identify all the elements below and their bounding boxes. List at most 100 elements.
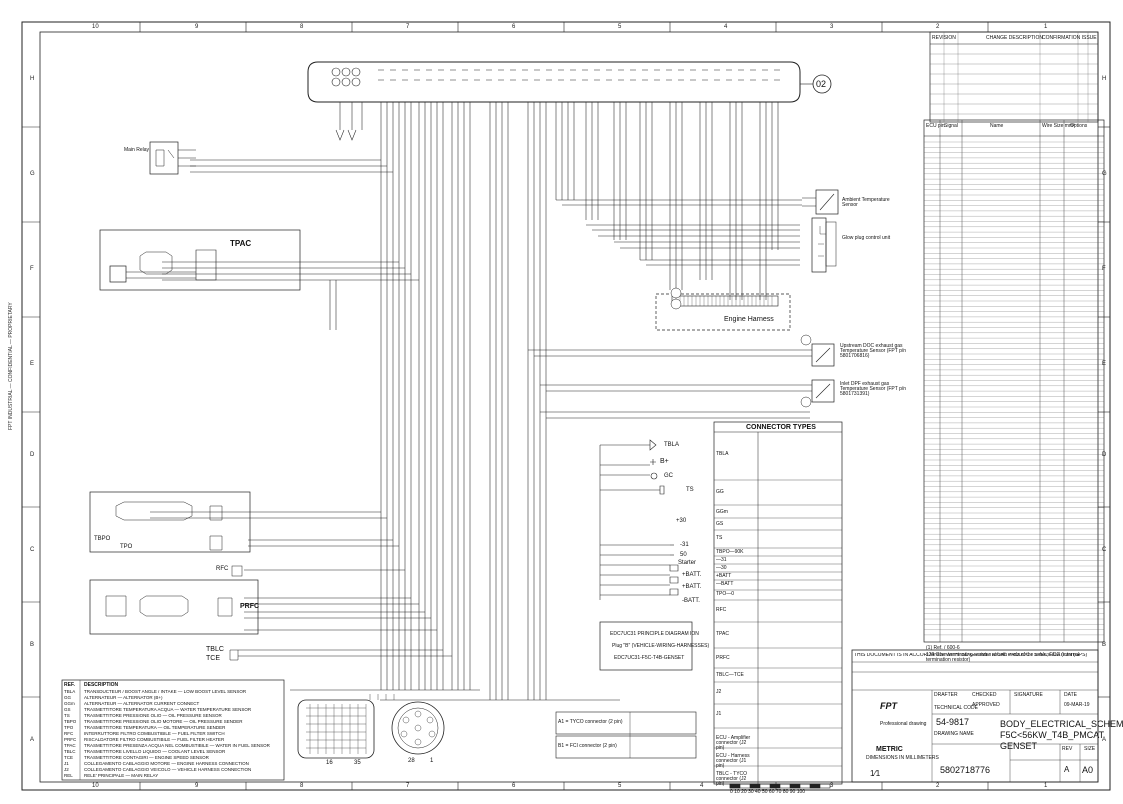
grid-number-bottom: 10 — [92, 783, 99, 789]
grid-letter-right: A — [1102, 737, 1107, 743]
grid-number-top: 4 — [724, 24, 728, 30]
grid-number-bottom: 3 — [830, 783, 834, 789]
legend-code: GGm — [64, 701, 75, 706]
grid-number-bottom: 1 — [1044, 783, 1048, 789]
legend-header-desc: DESCRIPTION — [84, 682, 119, 688]
grid-letter-right: B — [1102, 642, 1107, 648]
legend-code: TPO — [64, 725, 74, 730]
connector-type-row: GG — [716, 489, 724, 495]
legend-code: REL — [64, 773, 73, 778]
starter-number: 50 — [680, 552, 687, 558]
sheet-number: 1⁄1 — [870, 769, 881, 778]
technical-code-label: TECHNICAL CODE — [934, 705, 978, 711]
batt-plus-terminal-2: +BATT. — [682, 584, 702, 590]
grid-number-bottom: 4 — [700, 783, 704, 789]
connector-type-row: TBLC - TYCO connector (J2 pin) — [716, 771, 748, 787]
engine-harness-label: Engine Harness — [724, 316, 774, 323]
principle-line-3: EDC7UC31-F5C-T4B-GENSET — [614, 655, 685, 661]
note-1: (1) Ref. / 600-6 — [926, 645, 960, 651]
title-line-3: GENSET — [1000, 741, 1038, 751]
legend-code: PRFC — [64, 737, 77, 742]
grid-letter-right: D — [1102, 452, 1107, 458]
grid-letter-left: B — [30, 642, 35, 648]
ecu-pin-label: 28 — [408, 758, 415, 764]
pin-table-header-name: Name — [990, 123, 1004, 129]
note-2: 120 Ohm terminating resistor at both end… — [926, 652, 1080, 663]
grid-letter-left: C — [30, 547, 35, 553]
connector-type-row: J2 — [716, 689, 722, 695]
legend-description: TRASMETTITORE TEMPERATURA ACQUA — WATER … — [84, 708, 252, 712]
connector-type-row: GS — [716, 521, 724, 527]
logo: FPT — [880, 701, 897, 711]
grid-letter-right: E — [1102, 361, 1107, 367]
connector-type-row: ECU - Amplifier connector (J2 pin) — [716, 735, 751, 751]
dims-label: DIMENSIONS IN MILLIMETERS — [866, 755, 939, 761]
tbpo-label: TBPO — [94, 536, 111, 542]
legend-code: RFC — [64, 731, 74, 736]
tblc-label: TBLC — [206, 646, 224, 653]
legend-code: TCE — [64, 755, 73, 760]
legend-description: TRASMETTITORE TEMPERATURA — OIL TEMPERAT… — [84, 726, 226, 730]
grid-letter-left: F — [30, 266, 34, 272]
approved-label: APPROVED — [972, 702, 1000, 708]
date-header: DATE — [1064, 692, 1077, 698]
pin-table-header-wire: Wire Size mm² — [1042, 123, 1075, 129]
grid-letter-left: G — [30, 171, 35, 177]
connector-type-row: RFC — [716, 607, 727, 613]
revision-col-1: REVISION — [932, 35, 956, 41]
drafter-label: DRAFTER — [934, 692, 958, 698]
drawing-name-label: DRAWING NAME — [934, 731, 974, 737]
pin-table-header-pin: ECU pin — [926, 123, 945, 129]
grid-number-top: 7 — [406, 24, 410, 30]
legend-description: TRASMETTITORE LIVELLO LIQUIDO — COOLANT … — [84, 750, 226, 754]
legend-description: ALTERNATEUR — ALTERNATOR (B+) — [84, 696, 163, 700]
legend-description: TRASMETTITORE CONTAGIRI — ENGINE SPEED S… — [84, 756, 209, 760]
connector-type-row: TBLC—TCE — [716, 672, 744, 678]
legend-description: COLLEGAMENTO CABLAGGIO VEICOLO — VEHICLE… — [84, 768, 252, 772]
ecu-pin-label: 16 — [326, 760, 333, 766]
ecu-pin-label: 1 — [430, 758, 434, 764]
revision-col-5: CONFIRMATION ISSUE — [1042, 35, 1097, 41]
batt-plus-terminal-1: +BATT. — [682, 572, 702, 578]
scale-bar-label: 0 10 20 30 40 50 60 70 80 90 100 — [730, 789, 806, 795]
tce-label: TCE — [206, 655, 220, 662]
legend-description: TRANSDUCTEUR / BOOST ANGLE / INTAKE — LO… — [84, 690, 247, 694]
legend-code: J2 — [64, 767, 69, 772]
grid-number-top: 3 — [830, 24, 834, 30]
grid-number-top: 5 — [618, 24, 622, 30]
legend-code: TS — [64, 713, 70, 718]
tpac-label: TPAC — [230, 239, 252, 248]
ambient-sensor-label: Ambient Temperature Sensor — [842, 197, 890, 208]
title-line-2: F5C<56KW_T4B_PMCAT — [1000, 730, 1105, 740]
main-relay-label: Main Relay — [124, 147, 150, 153]
grid-letter-left: E — [30, 361, 35, 367]
connector-code-b: B1 = FCI connector (2 pin) — [558, 743, 617, 749]
legend-description: INTERRUTTORE FILTRO COMBUSTIBILE — FUEL … — [84, 732, 225, 736]
connector-code-a: A1 = TYCO connector (2 pin) — [558, 719, 623, 725]
legend-description: TRASMETTITORE PRESSIONE OLIO MOTORE — OI… — [84, 720, 243, 724]
pin-table-header-options: Options — [1070, 123, 1088, 129]
legend-description: COLLEGAMENTO CABLAGGIO MOTORE — ENGINE H… — [84, 762, 249, 766]
inlet-sensor-label: Inlet DPF exhaust gas Temperature Sensor… — [840, 381, 907, 397]
date-value: 09-MAR-19 — [1064, 702, 1090, 708]
connector-type-row: J1 — [716, 711, 722, 717]
connector-type-row: TBPO—90K — [716, 549, 744, 555]
signature-header: SIGNATURE — [1014, 692, 1043, 698]
legend-description: TRASMETTITORE PRESENZA ACQUA NEL COMBUST… — [84, 744, 270, 748]
grid-number-top: 9 — [195, 24, 199, 30]
title-line-1: BODY_ELECTRICAL_SCHEME — [1000, 719, 1123, 729]
legend-header-ref: REF. — [64, 682, 75, 688]
legend-code: TBLA — [64, 689, 76, 694]
grid-number-bottom: 5 — [618, 783, 622, 789]
grid-letter-left: A — [30, 737, 35, 743]
legend-description: RELE' PRINCIPALE — MAIN RELAY — [84, 774, 159, 778]
grid-letter-right: F — [1102, 266, 1106, 272]
grid-number-bottom: 7 — [406, 783, 410, 789]
connector-type-row: PRFC — [716, 655, 730, 661]
connector-type-row: TPAC — [716, 631, 729, 637]
left-margin-text: FPT INDUSTRIAL — CONFIDENTIAL — PROPRIET… — [8, 302, 14, 430]
drawing-number: 5802718776 — [940, 765, 991, 775]
plus30-terminal: +30 — [676, 518, 687, 524]
